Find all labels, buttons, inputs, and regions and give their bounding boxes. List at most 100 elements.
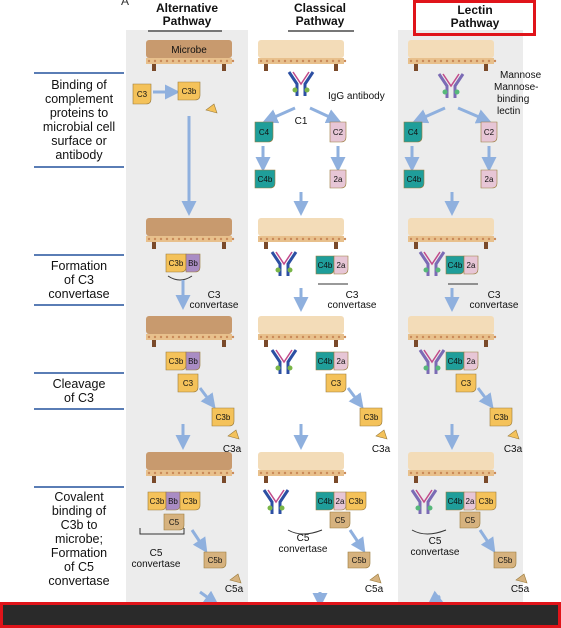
lectin-membrane-2 bbox=[408, 218, 497, 249]
lectin-membrane-4-bead bbox=[475, 471, 479, 475]
igg-label: IgG antibody bbox=[328, 91, 385, 102]
classical-membrane-4-post bbox=[264, 476, 268, 483]
lectin-membrane-4-bead bbox=[487, 471, 491, 475]
lectin-membrane-4-bead bbox=[439, 471, 443, 475]
alt-microbe-3-post bbox=[152, 340, 156, 347]
classical-membrane-3-bead bbox=[325, 335, 329, 339]
lectin-mbl-row2-dot bbox=[435, 267, 441, 273]
classical-c2a-row3-label: 2a bbox=[337, 357, 346, 366]
lectin-membrane-2-bead bbox=[445, 237, 449, 241]
classical-membrane-3-top bbox=[258, 316, 344, 334]
lectin-membrane-3-bead bbox=[427, 335, 431, 339]
lectin-c5-row4-label: C5 bbox=[465, 516, 476, 525]
c4b-protein-label: C4b bbox=[258, 175, 273, 184]
stage-label-covalent: Covalent binding of C3b to microbe; Form… bbox=[34, 486, 124, 588]
classical-membrane-1-bead bbox=[325, 59, 329, 63]
stage-label-binding: Binding of complement proteins to microb… bbox=[34, 72, 124, 168]
lectin-membrane-4-bead bbox=[469, 471, 473, 475]
lectin-membrane-3-bead bbox=[487, 335, 491, 339]
alt-microbe-1-bead bbox=[177, 59, 181, 63]
lectin-c2a-row3-label: 2a bbox=[467, 357, 476, 366]
alt-microbe-2-bead bbox=[177, 237, 181, 241]
alt-microbe-4-post bbox=[222, 476, 226, 483]
alt-microbe-4-bead bbox=[219, 471, 223, 475]
classical-membrane-3 bbox=[258, 316, 347, 347]
lectin-c4-protein-label: C4 bbox=[408, 128, 419, 137]
lectin-membrane-3-bead bbox=[433, 335, 437, 339]
alt-c5b-product-label: C5b bbox=[208, 556, 223, 565]
lectin-c2a-row4-label: 2a bbox=[466, 497, 475, 506]
stage1-line: Binding of bbox=[51, 78, 107, 92]
alt-microbe-4-bead bbox=[195, 471, 199, 475]
alt-microbe-4-bead bbox=[189, 471, 193, 475]
alt-microbe-1-bead bbox=[201, 59, 205, 63]
lectin-mbl-row2-dot bbox=[423, 267, 429, 273]
lectin-membrane-4-bead bbox=[457, 471, 461, 475]
classical-c3-convertase-label-line2: convertase bbox=[328, 300, 377, 311]
lectin-membrane-3-bead bbox=[463, 335, 467, 339]
alt-microbe-2-bead bbox=[219, 237, 223, 241]
alt-microbe-2-bead bbox=[171, 237, 175, 241]
stage1-line: complement bbox=[44, 92, 114, 106]
classical-c3b-product bbox=[359, 407, 383, 427]
c2-protein-label: C2 bbox=[333, 128, 344, 137]
alt-microbe-3-post bbox=[222, 340, 226, 347]
lectin-membrane-3-bead bbox=[409, 335, 413, 339]
alt-c3-row3-label: C3 bbox=[183, 379, 194, 388]
classical-membrane-1-bead bbox=[283, 59, 287, 63]
alt-c3-convertase-label-line2: convertase bbox=[190, 300, 239, 311]
alt-microbe-1-bead bbox=[225, 59, 229, 63]
classical-c5-convertase-line1: C5 bbox=[297, 533, 310, 544]
alt-c5a-label: C5a bbox=[225, 584, 244, 595]
classical-membrane-2-bead bbox=[301, 237, 305, 241]
alt-microbe-2-bead bbox=[225, 237, 229, 241]
classical-c4b-row2-label: C4b bbox=[318, 261, 333, 270]
c3a-fragment-1 bbox=[205, 103, 218, 114]
classical-membrane-3-bead bbox=[283, 335, 287, 339]
lectin-membrane-1-bead bbox=[421, 59, 425, 63]
alt-microbe-1-bead bbox=[171, 59, 175, 63]
alt-microbe-4-layer bbox=[146, 470, 232, 476]
c3-protein-label: C3 bbox=[137, 90, 148, 99]
mbl-label-3: lectin bbox=[497, 106, 520, 117]
alt-microbe-4-bead bbox=[147, 471, 151, 475]
alt-microbe-2-top bbox=[146, 218, 232, 236]
lectin-membrane-4-bead bbox=[445, 471, 449, 475]
classical-membrane-1-bead bbox=[295, 59, 299, 63]
alt-microbe-3-bead bbox=[189, 335, 193, 339]
alt-microbe-1 bbox=[146, 40, 235, 71]
classical-membrane-2-bead bbox=[331, 237, 335, 241]
lectin-membrane-4-bead bbox=[415, 471, 419, 475]
lectin-mbl-row3 bbox=[418, 349, 446, 374]
lectin-membrane-3-bead bbox=[451, 335, 455, 339]
alt-microbe-3-bead bbox=[213, 335, 217, 339]
lectin-membrane-4-bead bbox=[427, 471, 431, 475]
classical-membrane-4-post bbox=[334, 476, 338, 483]
alt-microbe-2-bead bbox=[147, 237, 151, 241]
lectin-membrane-4-bead bbox=[451, 471, 455, 475]
alt-c3b-row4b-label: C3b bbox=[183, 497, 198, 506]
alt-microbe-4-bead bbox=[183, 471, 187, 475]
bottom-caption-bar bbox=[0, 602, 561, 628]
classical-c5-arrow bbox=[348, 529, 366, 553]
lectin-membrane-3-bead bbox=[475, 335, 479, 339]
lectin-membrane-2-bead bbox=[451, 237, 455, 241]
classical-membrane-4-bead bbox=[265, 471, 269, 475]
lectin-membrane-3-layer bbox=[408, 334, 494, 340]
alt-microbe-3-bead bbox=[177, 335, 181, 339]
lectin-membrane-2-layer bbox=[408, 236, 494, 242]
lectin-c4b-protein bbox=[403, 169, 425, 189]
lectin-membrane-4-bead bbox=[421, 471, 425, 475]
c2a-protein bbox=[329, 169, 347, 189]
lectin-membrane-4 bbox=[408, 452, 497, 483]
alt-c3b-row4b bbox=[179, 491, 201, 511]
lectin-c3b-product-label: C3b bbox=[494, 413, 509, 422]
alt-microbe-4-bead bbox=[225, 471, 229, 475]
classical-membrane-3-bead bbox=[301, 335, 305, 339]
classical-membrane-2-bead bbox=[319, 237, 323, 241]
alt-c5-row4-label: C5 bbox=[169, 518, 180, 527]
alt-c3b-row4a-label: C3b bbox=[150, 497, 165, 506]
lectin-membrane-2-bead bbox=[475, 237, 479, 241]
alt-c3a-label: C3a bbox=[223, 444, 242, 455]
c1-to-c4-arrow bbox=[262, 106, 296, 124]
